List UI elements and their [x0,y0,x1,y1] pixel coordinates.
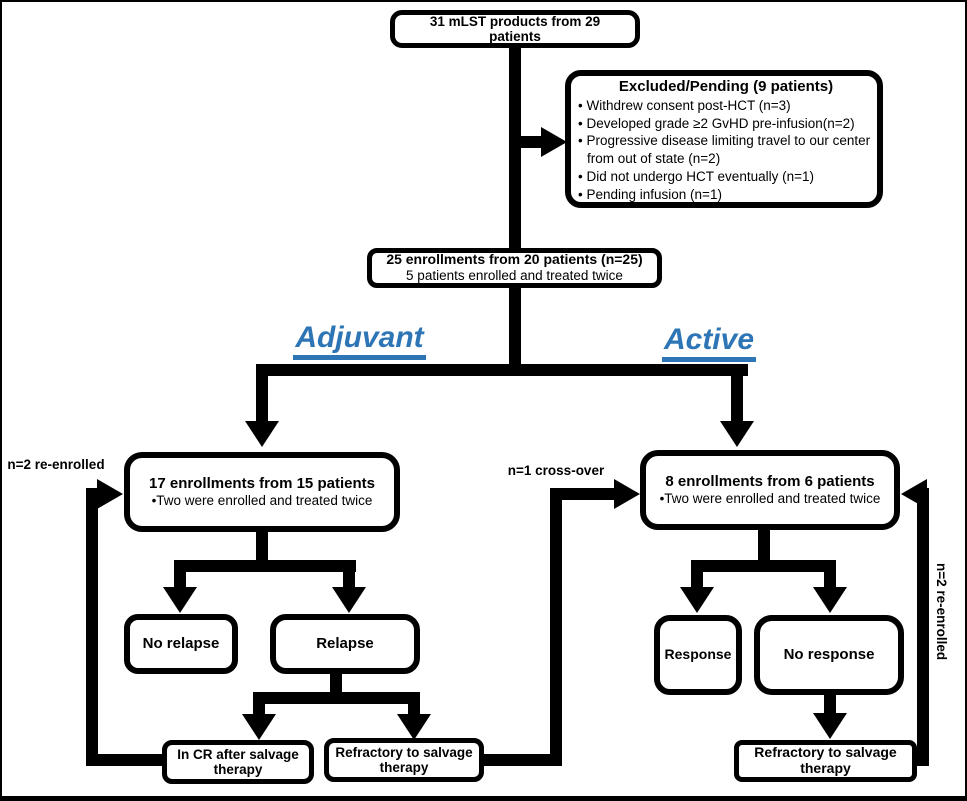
node-enrollments-headline: 25 enrollments from 20 patients (n=25) [386,251,643,268]
node-cr-salvage-text: In CR after salvage therapy [177,746,299,777]
arrowhead-crossover [614,479,640,509]
excluded-bullet-1: • Withdrew consent post-HCT (n=3) [578,97,791,113]
connector-no-response-down [824,695,836,715]
connector-crossover-top-shaft [550,488,616,500]
arrowhead-into-refractory-left [397,714,431,740]
edge-label-right-reenrolled: n=2 re-enrolled [933,563,949,661]
node-adjuvant-enrollments: 17 enrollments from 15 patients •Two wer… [124,452,400,532]
node-active-enrollments: 8 enrollments from 6 patients •Two were … [640,450,900,530]
node-products: 31 mLST products from 29 patients [390,10,640,48]
excluded-bullet-2: • Developed grade ≥2 GvHD pre-infusion(n… [578,115,855,131]
node-enrollments-subline: 5 patients enrolled and treated twice [406,267,623,283]
node-relapse-text: Relapse [316,635,374,652]
node-refractory-left: Refractory to salvage therapy [324,738,484,782]
node-enrollments: 25 enrollments from 20 patients (n=25) 5… [367,248,662,288]
node-no-relapse: No relapse [124,614,238,674]
node-excluded-list: • Withdrew consent post-HCT (n=3) • Deve… [578,97,874,204]
connector-branch-split-horizontal [256,364,748,376]
branch-label-adjuvant-text: Adjuvant [293,321,426,360]
node-active-bullet: •Two were enrolled and treated twice [659,490,881,506]
connector-left-loop-top-shaft [86,488,100,500]
branch-label-active-text: Active [661,323,757,362]
node-refractory-right-text: Refractory to salvage therapy [754,744,897,776]
connector-enrollments-down [509,286,521,376]
excluded-bullet-3: • Progressive disease limiting travel to… [578,133,871,167]
connector-relapse-split-horizontal [174,560,356,572]
node-active-headline: 8 enrollments from 6 patients [665,472,875,490]
arrowhead-into-excluded [541,127,567,157]
connector-cr-shaft [253,692,265,716]
node-adjuvant-headline: 17 enrollments from 15 patients [149,474,375,492]
connector-relapse-shaft [343,560,355,588]
connector-salvage-split-horizontal [253,692,420,704]
arrowhead-into-active-enrollments [720,421,754,447]
edge-label-left-reenrolled: n=2 re-enrolled [7,457,105,472]
arrowhead-left-reenrolled [97,479,123,509]
node-no-response-text: No response [783,646,875,663]
connector-response-split-horizontal [691,560,836,572]
connector-crossover-vertical [550,488,562,766]
arrowhead-into-refractory-right [813,713,847,739]
node-cr-salvage: In CR after salvage therapy [162,740,314,784]
connector-cr-left-horizontal [86,754,162,766]
node-response-text: Response [664,646,732,663]
connector-right-branch-vertical [731,364,743,422]
node-relapse: Relapse [270,614,420,674]
arrowhead-into-response [680,587,714,613]
branch-label-adjuvant: Adjuvant [272,321,447,360]
arrowhead-into-relapse [332,587,366,613]
connector-no-response-shaft [824,560,836,588]
node-no-response: No response [754,615,904,695]
node-refractory-right: Refractory to salvage therapy [734,740,917,782]
node-products-text: 31 mLST products from 29 patients [429,13,601,44]
node-adjuvant-bullet: •Two were enrolled and treated twice [151,492,373,508]
node-response: Response [654,615,742,695]
excluded-bullet-5: • Pending infusion (n=1) [578,186,722,202]
connector-left-loop-vertical [86,488,98,766]
excluded-bullet-4: • Did not undergo HCT eventually (n=1) [578,169,814,184]
connector-refractory-left-shaft [408,692,420,716]
node-excluded: Excluded/Pending (9 patients) • Withdrew… [565,70,883,208]
node-refractory-left-text: Refractory to salvage therapy [335,744,473,775]
connector-left-branch-vertical [256,364,268,422]
arrowhead-into-cr-salvage [242,714,276,740]
connector-right-loop-vertical [917,488,929,766]
arrowhead-into-no-relapse [163,587,197,613]
connector-no-relapse-shaft [174,560,186,588]
branch-label-active: Active [634,323,784,362]
edge-label-crossover: n=1 cross-over [507,463,605,478]
connector-crossover-bottom-horizontal [484,754,562,766]
node-excluded-title: Excluded/Pending (9 patients) [618,78,834,95]
arrowhead-right-reenrolled [901,479,927,509]
node-no-relapse-text: No relapse [142,635,220,652]
connector-response-shaft [691,560,703,588]
arrowhead-into-adjuvant-enrollments [245,421,279,447]
arrowhead-into-no-response [813,587,847,613]
connector-excluded-shaft [514,136,544,148]
